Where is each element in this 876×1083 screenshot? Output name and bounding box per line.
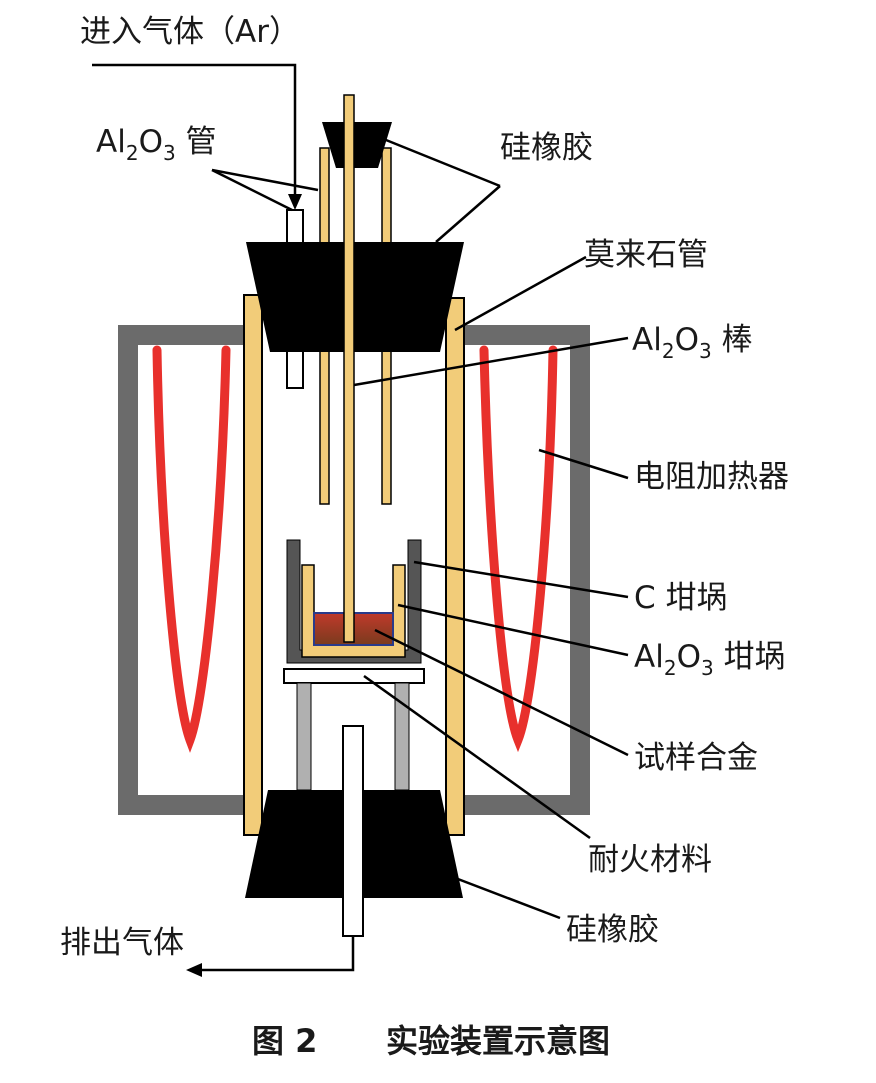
label-al2o3-crucible: Al2O3 坩埚 (634, 639, 786, 680)
label-c-crucible: C 坩埚 (634, 580, 728, 616)
leader-lines (211, 138, 629, 920)
label-silicone-rubber-bottom: 硅橡胶 (566, 912, 659, 948)
heater-coil-right (479, 345, 558, 753)
label-gas-in: 进入气体（Ar） (80, 14, 300, 50)
mullite-tube-left (243, 294, 263, 836)
heater-coil-left (152, 345, 231, 753)
furnace-frame-right (464, 325, 590, 815)
label-al2o3-tube: Al2O3 管 (96, 124, 217, 165)
al2o3-rod (343, 94, 355, 643)
top-small-rubber-plug (322, 122, 392, 168)
support-plate (283, 668, 425, 684)
gas-outlet-tube (342, 725, 364, 937)
gas-out-arrowhead (186, 963, 202, 977)
top-rubber-stopper (246, 242, 464, 352)
gas-in-line (92, 63, 297, 198)
al2o3-crucible (301, 564, 406, 658)
furnace-frame-left (118, 325, 244, 815)
gas-out-line (200, 936, 355, 972)
label-sample-alloy: 试样合金 (634, 740, 758, 776)
label-mullite-tube: 莫来石管 (584, 237, 708, 273)
label-refractory: 耐火材料 (588, 842, 712, 878)
label-al2o3-rod: Al2O3 棒 (632, 322, 753, 363)
support-leg-left (296, 682, 312, 791)
figure-number: 图 2 (252, 1022, 317, 1060)
label-silicone-rubber-top: 硅橡胶 (500, 130, 593, 166)
gas-in-arrowhead (288, 194, 302, 210)
label-resistance-heater: 电阻加热器 (634, 459, 789, 495)
label-gas-out: 排出气体 (60, 925, 184, 961)
c-crucible (286, 539, 422, 664)
figure-title: 实验装置示意图 (386, 1022, 610, 1060)
